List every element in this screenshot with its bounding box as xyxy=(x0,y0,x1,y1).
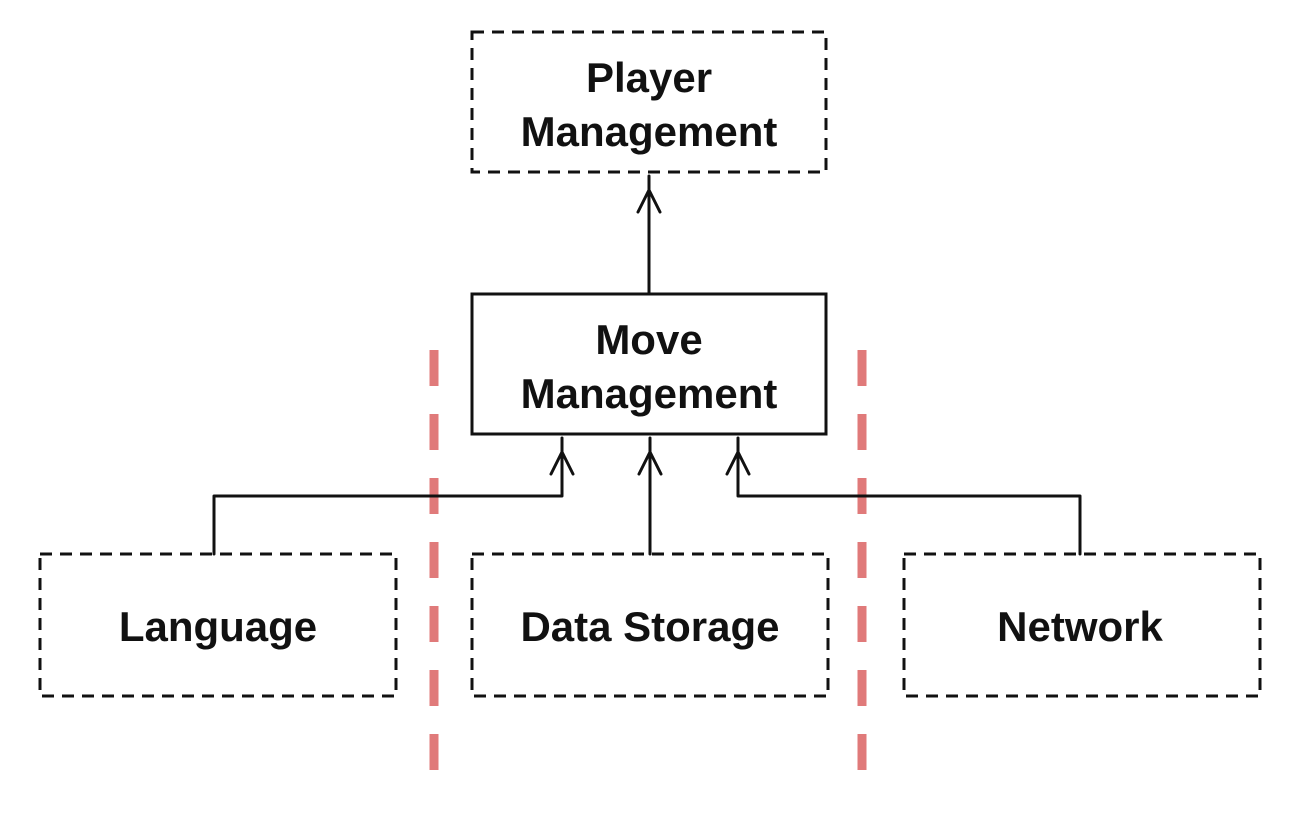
arrowhead-icon xyxy=(636,188,662,214)
arrowhead-icon xyxy=(725,450,751,476)
edge-language-to-move xyxy=(212,436,564,556)
arrowhead-icon xyxy=(549,450,575,476)
node-label-line: Management xyxy=(521,370,778,417)
edge-network-to-move xyxy=(736,436,1082,556)
arrowhead-icon xyxy=(637,450,663,476)
node-label-line: Move xyxy=(595,316,702,363)
node-network[interactable]: Network xyxy=(902,552,1262,698)
node-language[interactable]: Language xyxy=(38,552,398,698)
node-data-storage[interactable]: Data Storage xyxy=(470,552,830,698)
node-label-line: Data Storage xyxy=(520,603,779,650)
node-label-line: Management xyxy=(521,108,778,155)
node-move-management[interactable]: Move Management xyxy=(470,292,828,436)
node-label-line: Language xyxy=(119,603,317,650)
node-label-line: Player xyxy=(586,54,712,101)
node-label-line: Network xyxy=(997,603,1163,650)
node-player-management[interactable]: Player Management xyxy=(470,30,828,174)
